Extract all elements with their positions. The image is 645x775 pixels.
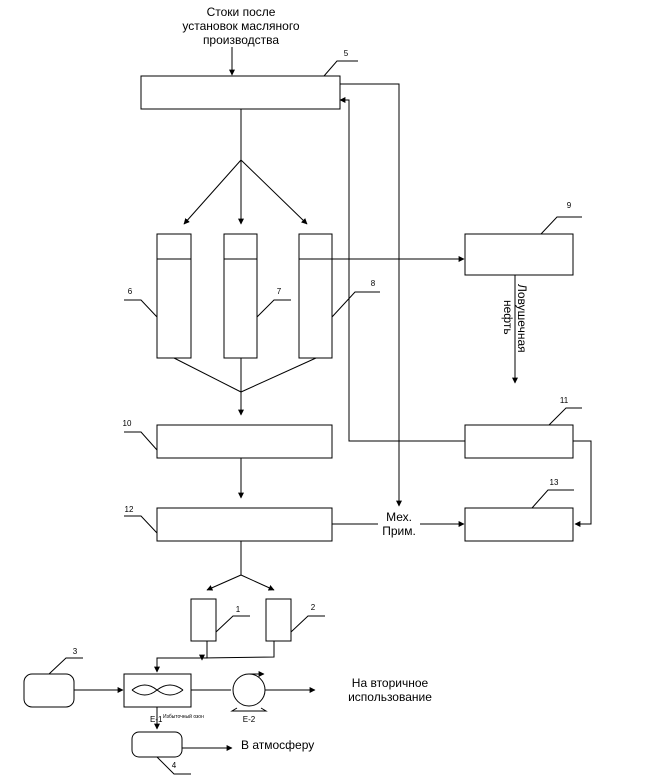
callout-7: 7 xyxy=(277,287,282,296)
merge-from-8 xyxy=(240,357,317,393)
trapped-oil-label-line1: Ловушечная xyxy=(515,284,529,353)
merge-from-6 xyxy=(173,357,242,393)
branch-to-1 xyxy=(206,574,242,591)
branch-to-2 xyxy=(240,574,275,591)
unit-9-box xyxy=(464,233,574,276)
secondary-use-label-line1: На вторичное xyxy=(352,676,429,690)
line-11-to-13 xyxy=(573,440,592,527)
vessel-4 xyxy=(131,731,183,758)
unit-12-box xyxy=(156,507,333,542)
callout-3: 3 xyxy=(73,647,78,656)
callout-5: 5 xyxy=(344,49,349,58)
trapped-oil-label: Ловушечная нефть xyxy=(501,284,529,353)
callout-7-leader xyxy=(256,299,291,318)
mixer-symbol-bottom xyxy=(131,684,184,696)
callout-13-leader xyxy=(531,489,574,509)
callout-1: 1 xyxy=(236,605,241,614)
atmosphere-label: В атмосферу xyxy=(241,738,314,752)
branch-to-8 xyxy=(240,159,308,225)
recycle-11-to-5 xyxy=(339,97,465,442)
callout-2: 2 xyxy=(311,603,316,612)
callout-2-leader xyxy=(290,615,325,633)
filter-1-to-e1 xyxy=(154,641,208,673)
pump-e2-base xyxy=(230,707,268,712)
mech-label-line1: Мех. xyxy=(386,510,412,524)
secondary-use-label-line2: использование xyxy=(348,690,432,704)
unit-10-box xyxy=(156,424,333,459)
callout-11-leader xyxy=(548,407,582,426)
callout-9-leader xyxy=(540,216,582,235)
tank-7 xyxy=(223,233,258,359)
unit-5-box xyxy=(140,75,341,110)
tank-6 xyxy=(156,233,192,359)
vessel-3 xyxy=(23,673,75,708)
unit-11-box xyxy=(464,424,574,459)
callout-11: 11 xyxy=(560,396,569,405)
inflow-label-line2: установок масляного xyxy=(182,19,300,33)
callout-8-leader xyxy=(331,291,380,318)
callout-8: 8 xyxy=(371,279,376,288)
callout-9: 9 xyxy=(567,201,572,210)
callout-1-leader xyxy=(215,615,250,633)
filter-2-return xyxy=(199,641,275,661)
callout-3-leader xyxy=(48,657,83,675)
unit-13-box xyxy=(464,507,574,542)
trapped-oil-label-line2: нефть xyxy=(501,300,515,335)
callout-10-leader xyxy=(124,431,158,451)
filter-2 xyxy=(265,598,292,642)
callout-6: 6 xyxy=(128,287,133,296)
callout-6-leader xyxy=(124,299,158,318)
inflow-label-line1: Стоки после xyxy=(207,5,276,19)
callout-4: 4 xyxy=(172,761,177,770)
inflow-label-line3: производства xyxy=(203,33,279,47)
tank-8 xyxy=(298,233,333,359)
mech-label-line2: Прим. xyxy=(382,524,416,538)
filter-1 xyxy=(190,598,217,642)
callout-10: 10 xyxy=(123,419,132,428)
line-5-to-mech xyxy=(340,83,402,507)
callout-4-leader xyxy=(156,756,191,775)
callout-12-leader xyxy=(124,515,158,534)
pump-e2 xyxy=(232,673,266,707)
callout-13: 13 xyxy=(550,478,559,487)
callout-5-leader xyxy=(323,60,358,77)
excess-ozone-label: Избыточный озон xyxy=(163,713,204,720)
e2-label: Е-2 xyxy=(243,715,256,724)
branch-to-6 xyxy=(183,159,242,225)
callout-12: 12 xyxy=(125,505,134,514)
